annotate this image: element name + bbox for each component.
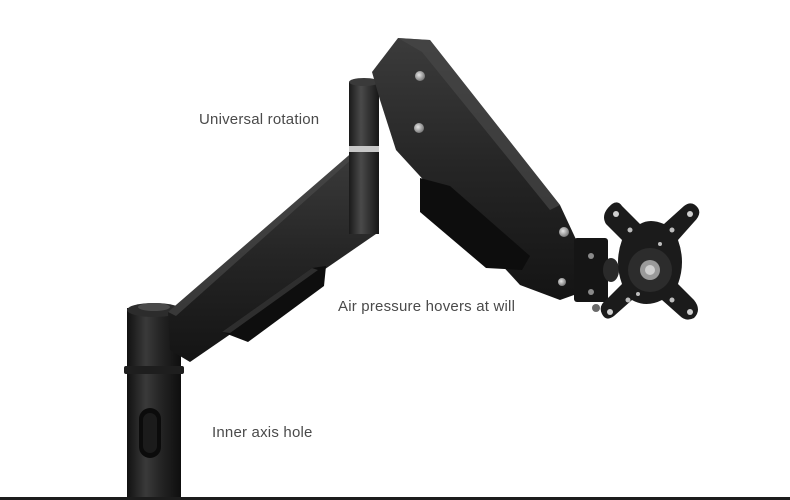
bolt-icon: [558, 278, 566, 286]
tilt-bracket: [574, 238, 619, 312]
caption-inner-axis-hole: Inner axis hole: [212, 424, 313, 441]
bolt-icon: [414, 123, 424, 133]
bolt-icon: [559, 227, 569, 237]
gas-spring-housing-lower: [222, 266, 326, 342]
bolt-icon: [415, 71, 425, 81]
gas-spring-housing-upper: [420, 178, 530, 270]
bottom-border: [0, 497, 790, 500]
vesa-plate: [600, 202, 700, 320]
lower-arm: [168, 150, 376, 362]
upper-arm: [372, 38, 588, 300]
caption-universal-rotation: Universal rotation: [199, 111, 320, 128]
caption-air-pressure: Air pressure hovers at will: [338, 298, 516, 315]
rotation-hinge: [349, 78, 379, 234]
